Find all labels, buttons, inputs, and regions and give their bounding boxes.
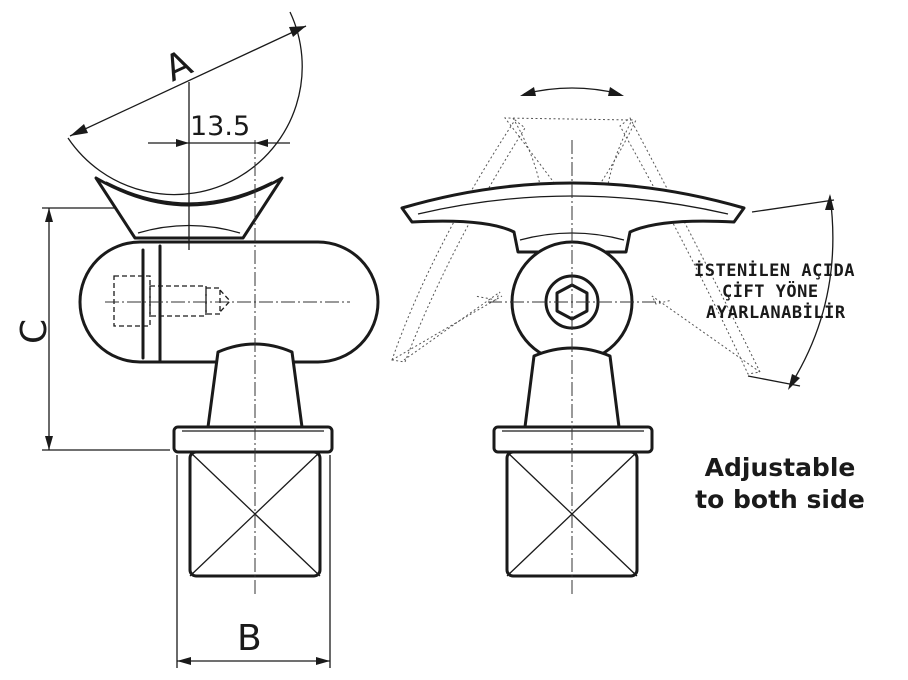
dimension-a: A [69, 25, 307, 137]
caption: Adjustable to both side [695, 453, 865, 514]
set-screw [113, 275, 231, 327]
dimension-b-label: B [237, 618, 262, 659]
dimension-a-arc [67, 11, 303, 196]
dimension-a-label: A [159, 42, 199, 90]
adjustment-note: İSTENİLEN AÇIDA ÇİFT YÖNE AYARLANABİLİR [694, 259, 855, 323]
front-view [391, 87, 835, 595]
note-line-1: İSTENİLEN AÇIDA [694, 259, 855, 281]
dimension-offset-label: 13.5 [190, 111, 250, 142]
rotation-arrow [520, 87, 624, 96]
tilted-saddle-positions [391, 117, 761, 375]
note-line-3: AYARLANABİLİR [706, 301, 846, 323]
caption-line-2: to both side [695, 485, 865, 514]
caption-line-1: Adjustable [705, 453, 856, 482]
note-line-2: ÇİFT YÖNE [722, 280, 819, 302]
dimension-c: C [14, 207, 170, 451]
saddle-top [400, 181, 746, 254]
dimension-b: B [176, 455, 331, 668]
side-view: 13.5 A C B [14, 11, 380, 668]
dimension-c-label: C [14, 319, 55, 344]
dimension-offset: 13.5 [148, 82, 290, 250]
